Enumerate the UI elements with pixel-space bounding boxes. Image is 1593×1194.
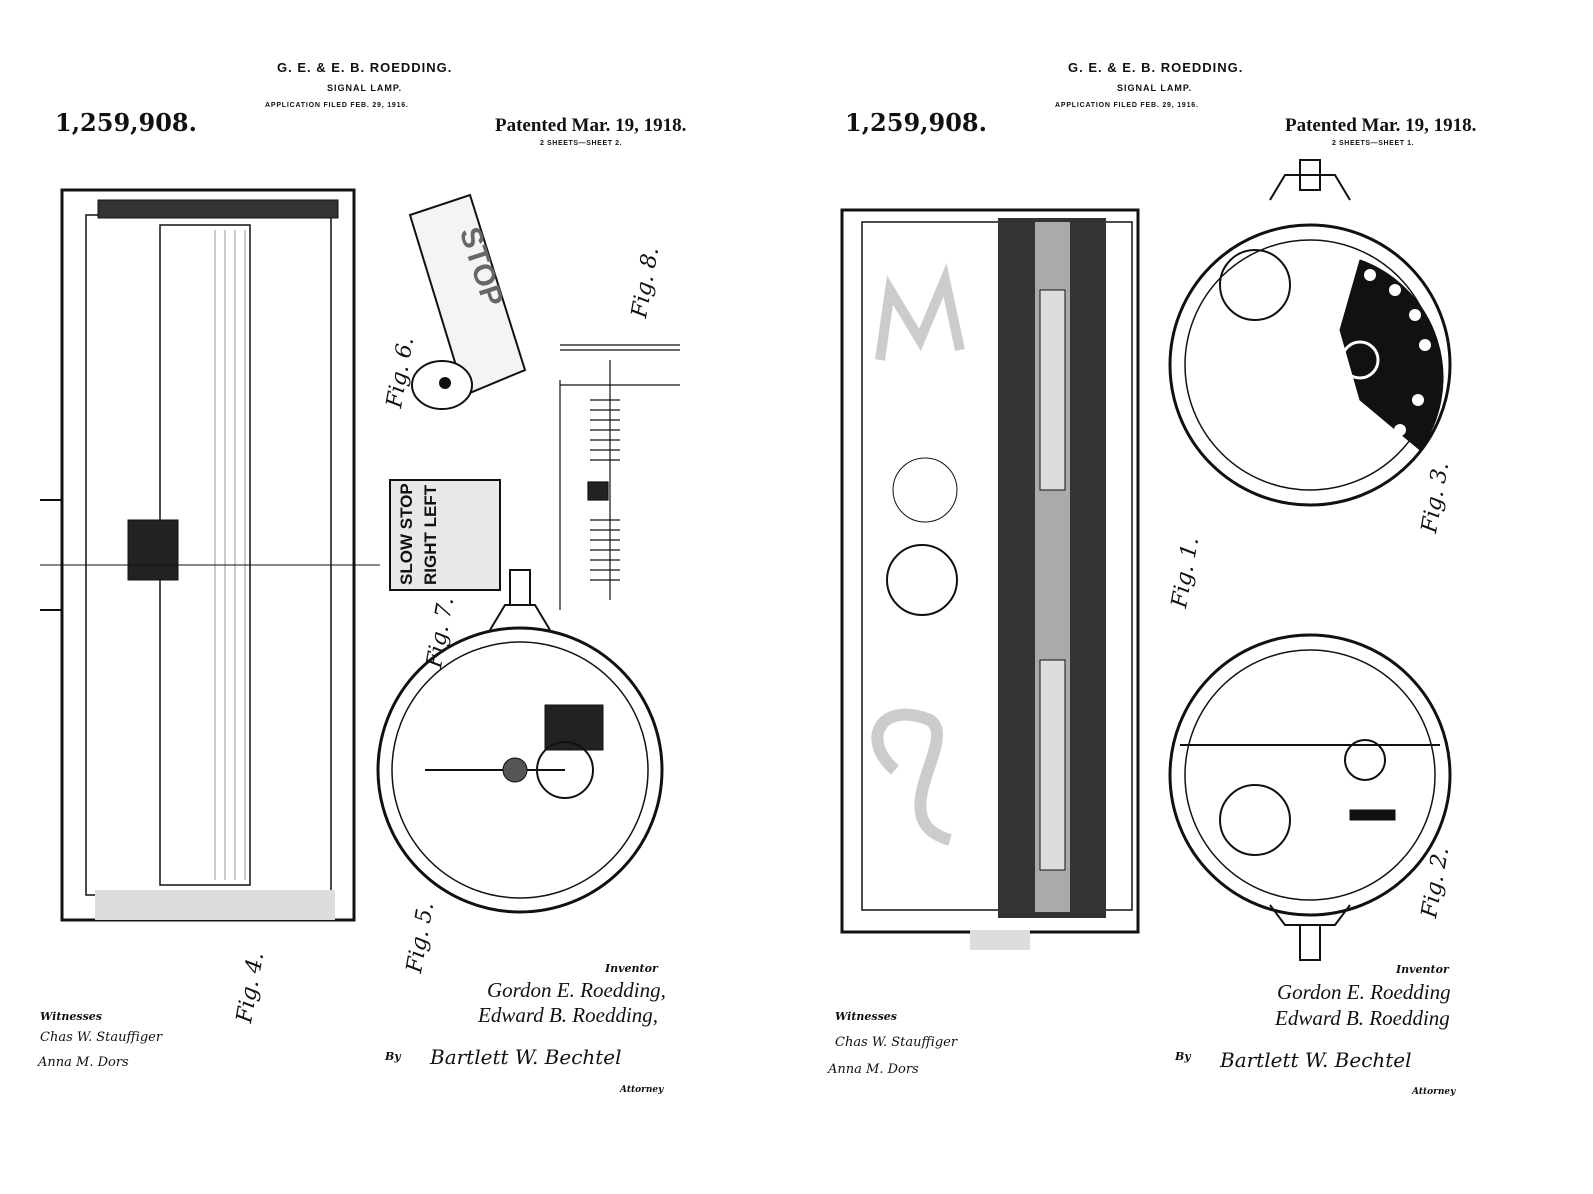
patented-date: Patented Mar. 19, 1918. — [1285, 115, 1477, 136]
patent-number: 1,259,908. — [845, 108, 987, 137]
fig-5-drawing — [376, 569, 664, 914]
inventor-label: Inventor — [1396, 963, 1449, 976]
card-word: LEFT — [421, 484, 440, 528]
inventor-name: Edward B. Roedding, — [478, 1003, 659, 1027]
inventors-header: G. E. & E. B. ROEDDING. — [1068, 60, 1244, 75]
fig-7-card-words: SLOW STOP RIGHT LEFT — [395, 483, 443, 585]
title: SIGNAL LAMP. — [327, 83, 403, 93]
application-filed: APPLICATION FILED FEB. 29, 1916. — [1055, 102, 1199, 109]
witness-signature: Chas W. Stauffiger — [40, 1030, 163, 1045]
attorney-label: Attorney — [1412, 1087, 1456, 1097]
witness-signature: Anna M. Dors — [38, 1055, 129, 1070]
witnesses-label: Witnesses — [835, 1010, 897, 1023]
sheet-number: 2 SHEETS—SHEET 2. — [540, 140, 623, 147]
witness-signature: Anna M. Dors — [828, 1062, 919, 1077]
title: SIGNAL LAMP. — [1117, 83, 1193, 93]
patent-number: 1,259,908. — [55, 108, 197, 137]
application-filed: APPLICATION FILED FEB. 29, 1916. — [265, 102, 409, 109]
attorney-signature: Bartlett W. Bechtel — [430, 1045, 622, 1069]
card-word: RIGHT — [421, 532, 440, 585]
inventor-name: Gordon E. Roedding — [1277, 980, 1451, 1004]
fig-7-card — [389, 479, 501, 591]
card-word: SLOW — [397, 534, 416, 585]
inventors-header: G. E. & E. B. ROEDDING. — [277, 60, 453, 75]
witnesses-label: Witnesses — [40, 1010, 102, 1023]
inventor-name: Edward B. Roedding — [1275, 1006, 1450, 1030]
by-label: By — [385, 1050, 401, 1063]
by-label: By — [1175, 1050, 1191, 1063]
attorney-signature: Bartlett W. Bechtel — [1220, 1048, 1412, 1072]
patented-date: Patented Mar. 19, 1918. — [495, 115, 687, 136]
fig-2-drawing — [1168, 633, 1452, 961]
fig-3-drawing — [1168, 159, 1452, 507]
fig-4-drawing — [40, 188, 380, 922]
witness-signature: Chas W. Stauffiger — [835, 1035, 958, 1050]
fig-8-drawing — [559, 344, 680, 610]
attorney-label: Attorney — [620, 1085, 664, 1095]
inventor-name: Gordon E. Roedding, — [487, 978, 666, 1002]
fig-1-drawing — [840, 208, 1140, 950]
sheet-number: 2 SHEETS—SHEET 1. — [1332, 140, 1415, 147]
inventor-label: Inventor — [605, 962, 658, 975]
card-word: STOP — [397, 483, 416, 530]
fig-6-drawing — [408, 193, 527, 410]
